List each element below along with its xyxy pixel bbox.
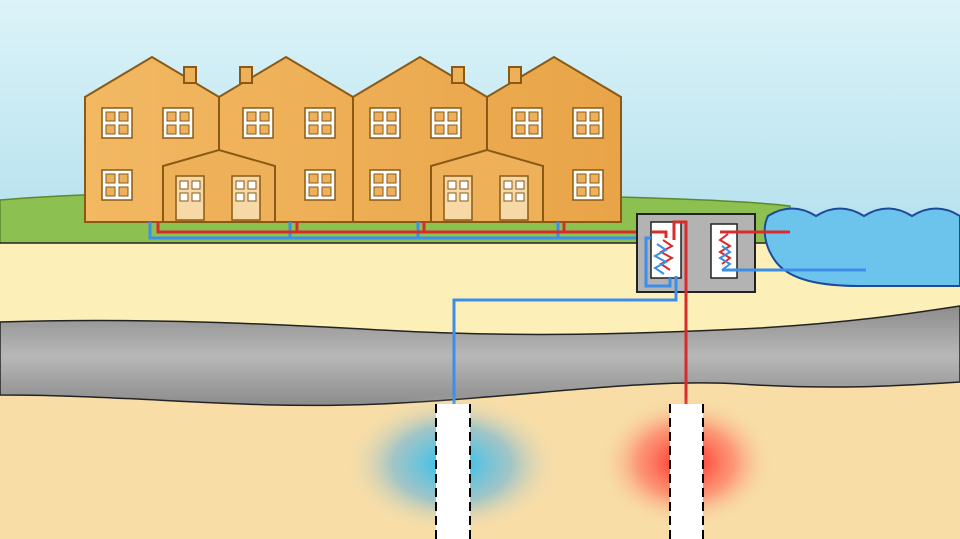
lake [763,207,960,287]
cold-well-icon [344,394,560,539]
warm-well-icon [598,396,774,539]
heat-exchanger-icon [452,213,866,404]
district-pipes [148,222,651,240]
rock-layer [0,305,960,407]
terraced-houses-icon [84,55,622,223]
